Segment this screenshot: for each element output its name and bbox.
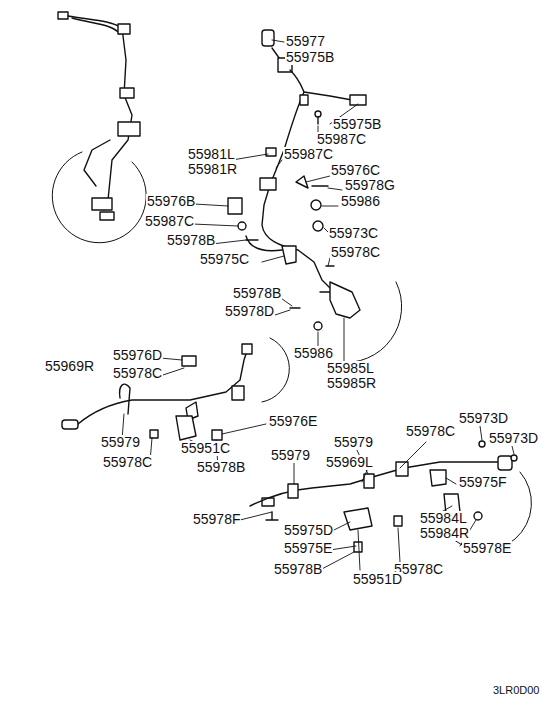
callout-number: 55985R [326, 376, 377, 391]
inset-harness [52, 12, 146, 243]
callout-number: 55985L [326, 361, 375, 376]
callout-number: 55979 [333, 435, 374, 450]
callout-number: 55976E [268, 414, 318, 429]
drawing-code: 3LR0D00 [492, 684, 540, 696]
callout-number: 55978C [405, 424, 456, 439]
callout-number: 55975B [285, 50, 335, 65]
callout-number: 55978C [102, 455, 153, 470]
callout-number: 55984R [419, 526, 470, 541]
rear-left-harness [250, 441, 532, 552]
callout-number: 55987C [144, 214, 195, 229]
callout-number: 55981L [187, 147, 236, 162]
callout-number: 55978C [112, 366, 163, 381]
callout-number: 55981R [187, 162, 238, 177]
callout-number: 55969R [44, 359, 95, 374]
callout-number: 55973D [488, 431, 539, 446]
callout-number: 55978B [232, 286, 282, 301]
rear-right-harness [62, 338, 289, 440]
callout-number: 55976B [146, 194, 196, 209]
callout-number: 55975D [283, 523, 334, 538]
callout-number: 55986 [340, 194, 381, 209]
callout-number: 55951C [180, 441, 231, 456]
callout-number: 55977 [285, 34, 326, 49]
callout-number: 55978F [192, 512, 241, 527]
callout-number: 55975F [458, 475, 507, 490]
callout-number: 55978B [196, 460, 246, 475]
callout-number: 55984L [419, 511, 468, 526]
callout-number: 55976C [330, 163, 381, 178]
callout-number: 55973C [328, 226, 379, 241]
callout-number: 55978G [344, 178, 396, 193]
callout-number: 55975B [332, 117, 382, 132]
callout-number: 55978D [224, 304, 275, 319]
callout-number: 55978B [273, 562, 323, 577]
callout-number: 55978E [462, 541, 512, 556]
callout-number: 55978B [166, 233, 216, 248]
callout-number: 55986 [293, 346, 334, 361]
callout-number: 55978C [330, 245, 381, 260]
callout-number: 55975E [283, 541, 333, 556]
callout-number: 55979 [100, 435, 141, 450]
callout-number: 55973D [458, 411, 509, 426]
callout-number: 55987C [283, 147, 334, 162]
leader-lines [122, 40, 514, 570]
callout-number: 55976D [112, 348, 163, 363]
callout-number: 55979 [270, 448, 311, 463]
callout-number: 55975C [199, 252, 250, 267]
callout-number: 55987C [316, 132, 367, 147]
callout-number: 55951D [352, 572, 403, 587]
callout-number: 55969L [325, 455, 374, 470]
